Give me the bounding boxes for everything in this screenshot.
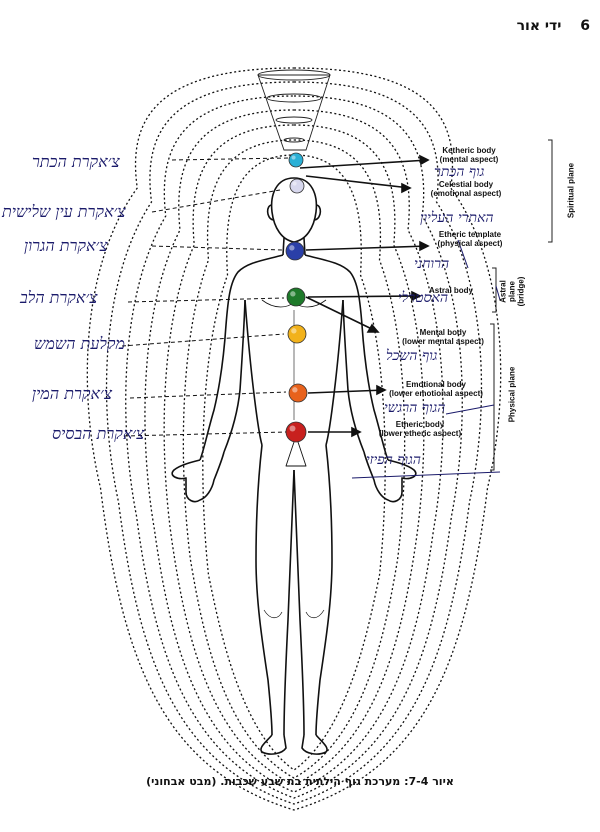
- handwriting-left-3: צ׳אקרת הלב: [20, 288, 98, 307]
- handwriting-left-6: צ׳אקרת הבסיס: [52, 424, 145, 443]
- aura-layer-7: [86, 67, 502, 811]
- body-label-etheric: Etheric body (lower etheric aspect): [370, 420, 470, 438]
- aura-layer-4: [144, 109, 444, 793]
- handwriting-left-2: צ׳אקרת הגרון: [24, 236, 108, 255]
- plane-label-spiritual: Spiritual plane: [566, 162, 576, 219]
- root-chakra-highlight: [289, 425, 296, 432]
- sacral-chakra-highlight: [292, 387, 298, 393]
- body-name: Etheric template: [438, 230, 502, 239]
- aura-layer-1: [202, 154, 386, 771]
- third-eye-chakra: [289, 178, 305, 194]
- sacral-chakra: [288, 383, 308, 403]
- page-header: 6 ידי אור: [517, 18, 590, 34]
- body-label-etheric-template: Etheric template (physical aspect): [420, 230, 520, 248]
- solar-plexus-chakra: [287, 324, 307, 344]
- ink-strokes: [351, 239, 501, 479]
- body-name: Mental body: [419, 328, 467, 337]
- aura-layer-6: [105, 81, 483, 805]
- handwriting-left-1: צ׳אקרת עין שלישית: [2, 202, 126, 221]
- body-aspect: (lower etheric aspect): [378, 429, 462, 438]
- plane-label-astral: Astral plane (bridge): [499, 270, 526, 314]
- root-chakra: [285, 421, 307, 443]
- body-aspect: (emotional aspect): [430, 189, 502, 198]
- body-label-emotional: Emotional body (lower emotional aspect): [384, 380, 488, 398]
- aura-layer-2: [182, 139, 406, 779]
- aura-layers: [86, 67, 502, 811]
- plane-label-astral-line: Astral: [498, 280, 508, 303]
- handwriting-right-6: הגוף הפיזי: [366, 452, 421, 468]
- aura-layer-5: [125, 95, 463, 799]
- handwriting-right-4: גוף השכל: [386, 348, 438, 364]
- plane-label-astral-line: plane: [507, 281, 517, 302]
- body-name: Celestial body: [438, 180, 494, 189]
- third-eye-chakra-highlight: [292, 181, 297, 186]
- plane-brackets: [490, 139, 553, 471]
- heart-chakra: [286, 287, 306, 307]
- page-number: 6: [580, 18, 590, 34]
- body-aspect: (physical aspect): [437, 239, 503, 248]
- handwriting-right-0: גוף הכתר: [434, 164, 485, 180]
- handwriting-left-4: מקלעת השמש: [34, 334, 125, 353]
- crown-cone: [257, 69, 331, 151]
- body-label-ketheric: Ketheric body (mental aspect): [424, 146, 514, 164]
- body-aspect: (lower mental aspect): [402, 337, 484, 346]
- handwriting-right-2: הרוחני: [414, 256, 450, 272]
- body-name: Ketheric body: [442, 146, 496, 155]
- handwriting-right-3: האסטרלי: [398, 290, 449, 306]
- crown-chakra: [288, 152, 304, 168]
- figure-caption: איור 7-4: מערכת גוף הילתית בת שבע שכבות.…: [146, 775, 454, 788]
- throat-chakra-highlight: [289, 245, 295, 251]
- body-name: Astral body: [428, 286, 473, 295]
- crown-chakra-highlight: [291, 155, 296, 160]
- solar-plexus-chakra-highlight: [291, 328, 297, 334]
- heart-chakra-highlight: [290, 291, 296, 297]
- handwriting-right-1: האתרי העליון: [420, 210, 494, 226]
- plane-label-physical: Physical plane: [507, 366, 517, 423]
- page-title: ידי אור: [516, 18, 562, 34]
- aura-layer-3: [163, 124, 425, 786]
- handwriting-left-5: צ׳אקרת המין: [32, 384, 113, 403]
- throat-chakra: [285, 241, 305, 261]
- plane-label-astral-line: (bridge): [516, 276, 526, 307]
- handwriting-right-5: הגוף הרגשי: [384, 400, 446, 416]
- body-name: Etheric body: [395, 420, 445, 429]
- left-leaders: [121, 157, 289, 437]
- body-aspect: (lower emotional aspect): [389, 389, 483, 398]
- body-name: Emotional body: [406, 380, 466, 389]
- body-label-celestial: Celestial body (emotional aspect): [418, 180, 514, 198]
- pointer-arrows: [299, 154, 430, 438]
- body-label-astral: Astral body: [416, 286, 486, 295]
- body-label-mental: Mental body (lower mental aspect): [398, 328, 488, 346]
- handwriting-left-0: צ׳אקרת הכתר: [32, 152, 120, 171]
- body-aspect: (mental aspect): [439, 155, 499, 164]
- chakras: [285, 152, 308, 443]
